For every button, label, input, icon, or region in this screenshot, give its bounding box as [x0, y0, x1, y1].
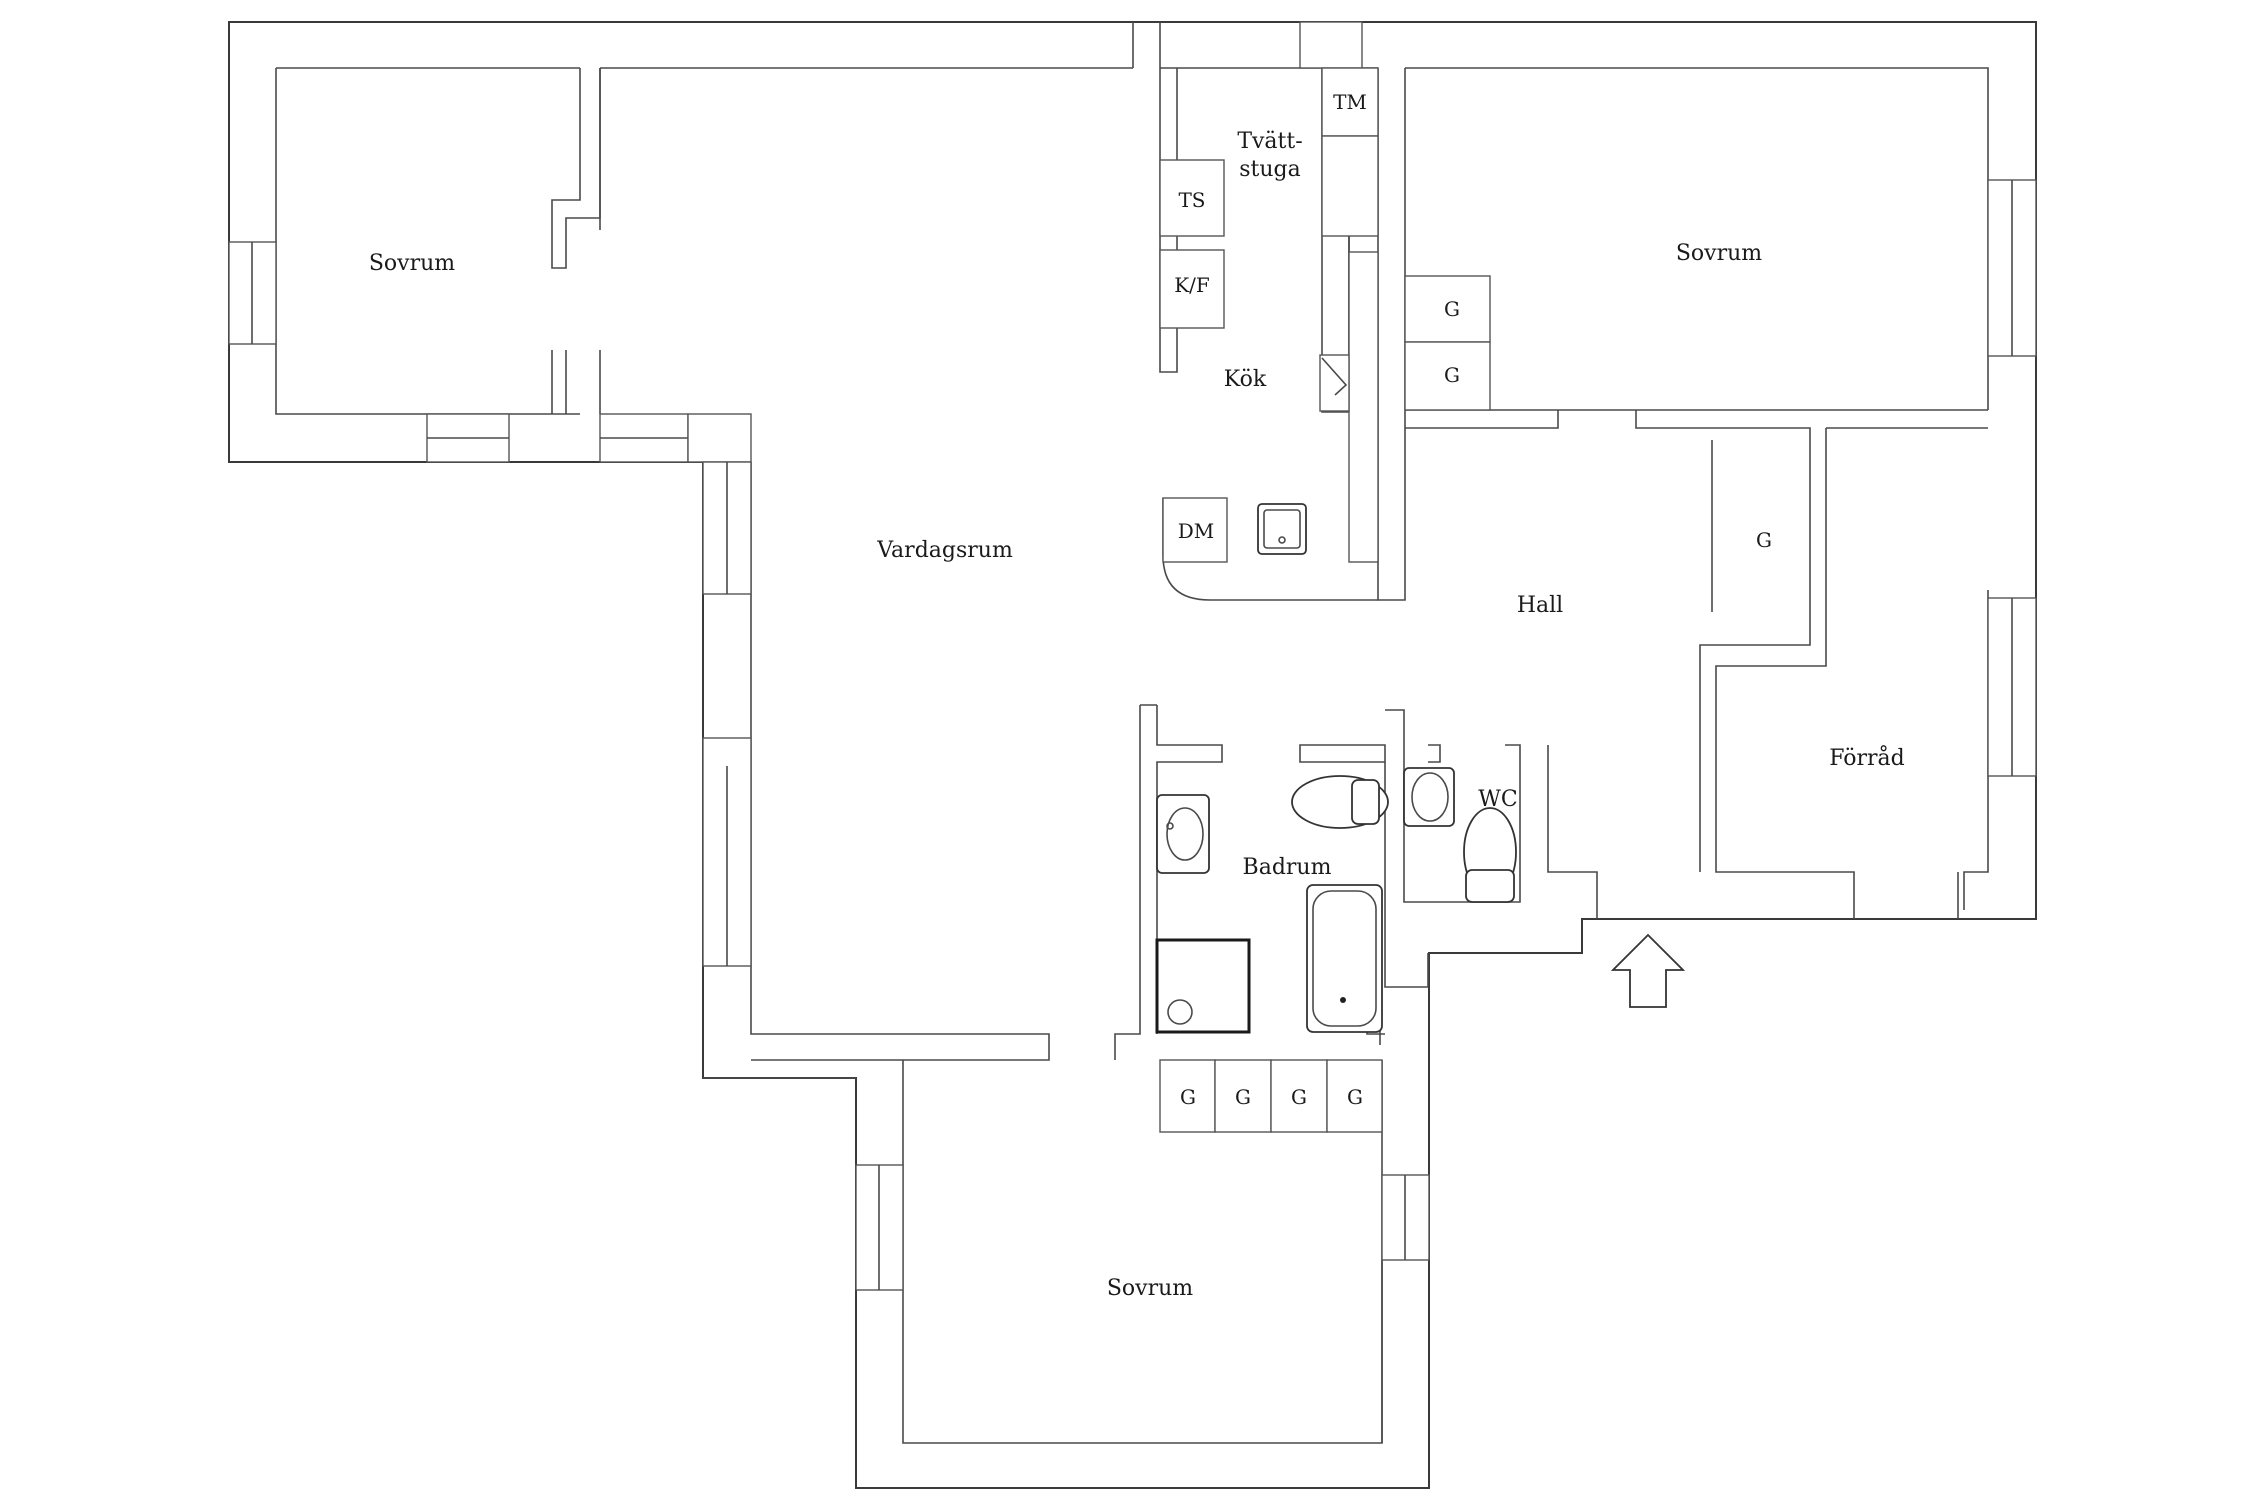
label-sovrum-ne: Sovrum	[1676, 241, 1762, 266]
dm-box	[1162, 497, 1228, 563]
label-kok: Kök	[1224, 367, 1267, 392]
label-sovrum-nw: Sovrum	[369, 251, 455, 276]
entrance-arrow-icon	[1610, 933, 1686, 1008]
room-labels: Sovrum Vardagsrum Tvätt- stuga Kök Sovru…	[369, 129, 1905, 1301]
label-hall: Hall	[1517, 593, 1563, 618]
label-tvattstuga-2: stuga	[1239, 157, 1301, 182]
window-corner	[687, 413, 752, 463]
label-vardagsrum: Vardagsrum	[876, 538, 1013, 563]
label-g-s-2: G	[1235, 1085, 1251, 1109]
label-g-s-3: G	[1291, 1085, 1307, 1109]
wardrobe-s-3	[1270, 1059, 1328, 1133]
label-badrum: Badrum	[1243, 855, 1332, 880]
bathtub-icon	[1306, 884, 1383, 1033]
fixtures	[1155, 67, 1517, 1133]
label-kf: K/F	[1174, 273, 1210, 297]
label-tvattstuga-1: Tvätt-	[1237, 129, 1302, 154]
fixture-labels: TM TS K/F DM G G G G G G G	[1174, 90, 1772, 1109]
sink-icon	[1257, 503, 1307, 555]
wardrobe-ne-2	[1404, 341, 1491, 411]
label-ts: TS	[1178, 188, 1205, 212]
windows	[228, 21, 2037, 1291]
window-kitchen-north	[1299, 21, 1363, 69]
label-forrad: Förråd	[1829, 744, 1905, 771]
label-g-ne-1: G	[1444, 297, 1460, 321]
label-g-s-4: G	[1347, 1085, 1363, 1109]
outer-walls	[228, 21, 2037, 1489]
kitchen-counter	[1348, 251, 1379, 563]
label-sovrum-s: Sovrum	[1107, 1276, 1193, 1301]
label-g-s-1: G	[1180, 1085, 1196, 1109]
label-tm: TM	[1333, 90, 1367, 114]
tm-lower-box	[1321, 135, 1379, 237]
label-wc: WC	[1478, 787, 1517, 812]
shower-icon	[1155, 938, 1251, 1034]
label-dm: DM	[1178, 519, 1215, 543]
sink-icon	[1156, 794, 1210, 874]
tm-box	[1321, 67, 1379, 137]
label-g-ne-2: G	[1444, 363, 1460, 387]
label-g-hall: G	[1756, 528, 1772, 552]
kf-box	[1159, 249, 1225, 329]
ts-box	[1159, 159, 1225, 237]
wardrobe-s-1	[1159, 1059, 1216, 1133]
wardrobe-s-4	[1326, 1059, 1383, 1133]
